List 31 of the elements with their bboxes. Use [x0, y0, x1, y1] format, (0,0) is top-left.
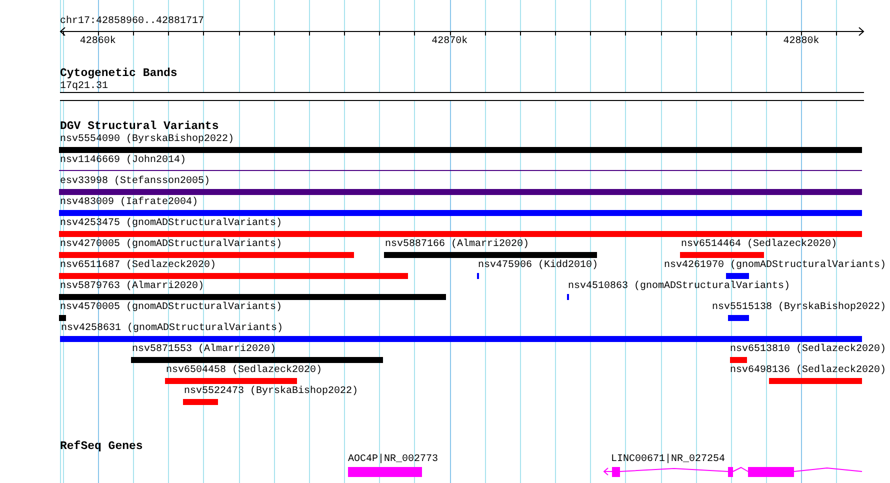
variant-label: nsv4570005 (gnomADStructuralVariants): [60, 302, 282, 313]
variant-label: nsv4258631 (gnomADStructuralVariants): [61, 323, 284, 334]
band-label: 17q21.31: [60, 81, 108, 92]
tick-label: 42880k: [783, 36, 820, 47]
track-title: RefSeq Genes: [60, 441, 143, 453]
tick-label: 42870k: [432, 36, 468, 47]
variant-label: nsv6511687 (Sedlazeck2020): [60, 260, 216, 271]
variant-label: nsv5879763 (Almarri2020): [60, 281, 204, 292]
variant-label: nsv5522473 (ByrskaBishop2022): [184, 386, 358, 397]
gene-label: LINC00671|NR_027254: [611, 454, 726, 465]
variant-label: nsv6514464 (Sedlazeck2020): [681, 239, 838, 250]
variant-label: nsv475906 (Kidd2010): [478, 260, 598, 271]
variant-label: nsv483009 (Iafrate2004): [60, 197, 198, 208]
variant-label: nsv4261970 (gnomADStructuralVariants): [664, 260, 886, 271]
variant-label: nsv6498136 (Sedlazeck2020): [730, 365, 886, 376]
variant-label: nsv1146669 (John2014): [60, 155, 186, 166]
variant-label: nsv5887166 (Almarri2020): [385, 239, 530, 250]
track-title: DGV Structural Variants: [60, 121, 219, 133]
gene-label: AOC4P|NR_002773: [348, 454, 438, 465]
variant-label: nsv6513810 (Sedlazeck2020): [730, 344, 886, 355]
variant-label: nsv5554090 (ByrskaBishop2022): [60, 134, 234, 145]
variant-label: esv33998 (Stefansson2005): [60, 176, 210, 187]
variant-label: nsv5515138 (ByrskaBishop2022): [712, 302, 886, 313]
region-coordinates: chr17:42858960..42881717: [60, 16, 204, 27]
variant-label: nsv4270005 (gnomADStructuralVariants): [60, 239, 282, 250]
variant-label: nsv4253475 (gnomADStructuralVariants): [60, 218, 282, 229]
track-title: Cytogenetic Bands: [60, 68, 178, 80]
tick-label: 42860k: [80, 36, 116, 47]
variant-label: nsv5871553 (Almarri2020): [132, 344, 276, 355]
variant-label: nsv6504458 (Sedlazeck2020): [166, 365, 322, 376]
variant-label: nsv4510863 (gnomADStructuralVariants): [568, 281, 790, 292]
